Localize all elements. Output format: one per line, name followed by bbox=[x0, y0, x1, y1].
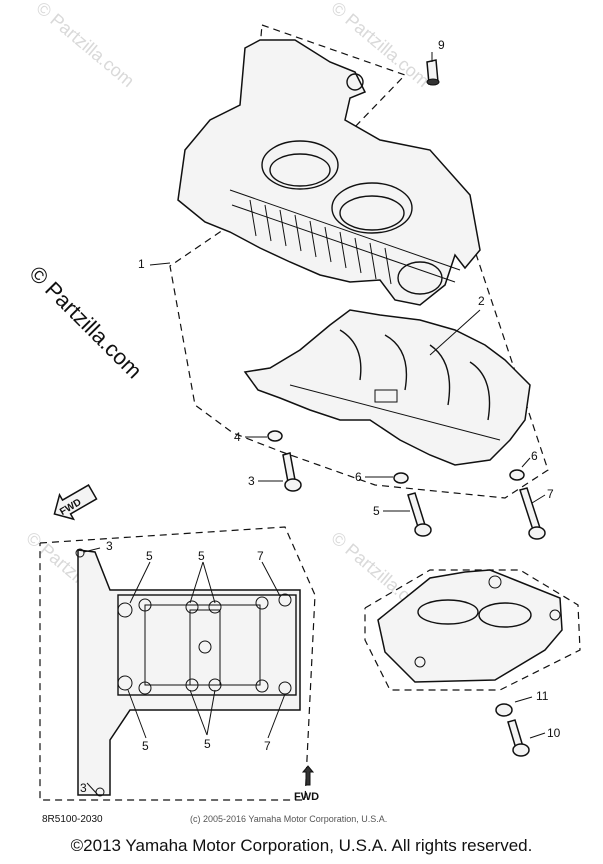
upper-crankcase bbox=[177, 39, 481, 306]
callout-9: 9 bbox=[438, 38, 445, 52]
small-copyright: (c) 2005-2016 Yamaha Motor Corporation, … bbox=[190, 814, 387, 824]
washer-4 bbox=[267, 430, 283, 442]
lower-crankcase bbox=[243, 309, 531, 466]
callout-7: 7 bbox=[257, 549, 264, 563]
washer-6 bbox=[393, 472, 409, 484]
callout-2: 2 bbox=[478, 294, 485, 308]
callouts-upper: 9 1 2 4 3 6 5 6 7 bbox=[138, 38, 554, 518]
callout-3: 3 bbox=[80, 781, 87, 795]
stud-9 bbox=[426, 59, 440, 86]
callout-6: 6 bbox=[355, 470, 362, 484]
callout-11: 11 bbox=[536, 689, 549, 703]
callout-7: 7 bbox=[547, 487, 554, 501]
callout-5: 5 bbox=[204, 737, 211, 751]
callout-5: 5 bbox=[198, 549, 205, 563]
watermark-side-text: © Partzilla.com bbox=[24, 261, 147, 384]
callout-3: 3 bbox=[106, 539, 113, 553]
callout-7: 7 bbox=[264, 739, 271, 753]
part-code: 8R5100-2030 bbox=[42, 814, 103, 825]
watermarks: © Partzilla.com © Partzilla.com © Partzi… bbox=[22, 0, 433, 621]
fwd-arrow-upper: FWD bbox=[53, 484, 98, 521]
leader-lines bbox=[149, 52, 546, 512]
callouts-inset: 3 5 5 7 5 5 7 3 bbox=[80, 539, 271, 795]
callout-1: 1 bbox=[138, 257, 145, 271]
bolt-5-head bbox=[414, 523, 432, 537]
callout-3: 3 bbox=[248, 474, 255, 488]
bolt-3-head bbox=[284, 478, 302, 492]
bolt-5-shank bbox=[407, 492, 426, 528]
callout-5: 5 bbox=[146, 549, 153, 563]
inset-outline bbox=[39, 526, 316, 801]
inset-leader-lines bbox=[83, 547, 286, 796]
assembly-outline bbox=[169, 24, 549, 499]
bolt-3-shank bbox=[282, 452, 296, 483]
bolt-7-head bbox=[528, 526, 546, 540]
callout-5: 5 bbox=[142, 739, 149, 753]
callout-6: 6 bbox=[531, 449, 538, 463]
bolt-10-head bbox=[512, 743, 530, 757]
hardware-upper bbox=[267, 430, 546, 540]
footer-copyright: ©2013 Yamaha Motor Corporation, U.S.A. A… bbox=[70, 836, 533, 855]
svg-text:FWD: FWD bbox=[294, 791, 319, 803]
callout-10: 10 bbox=[547, 726, 561, 740]
crankcase-bottom-view bbox=[75, 548, 301, 797]
bolt-7-shank bbox=[519, 487, 541, 531]
nut-11 bbox=[495, 703, 513, 717]
callout-4: 4 bbox=[234, 430, 241, 444]
callout-5: 5 bbox=[373, 504, 380, 518]
watermark-text: © Partzilla.com bbox=[32, 0, 138, 91]
fwd-arrow-lower: FWD bbox=[294, 765, 319, 803]
mount-bracket: 11 10 bbox=[364, 569, 581, 757]
washer-6b bbox=[509, 469, 525, 481]
